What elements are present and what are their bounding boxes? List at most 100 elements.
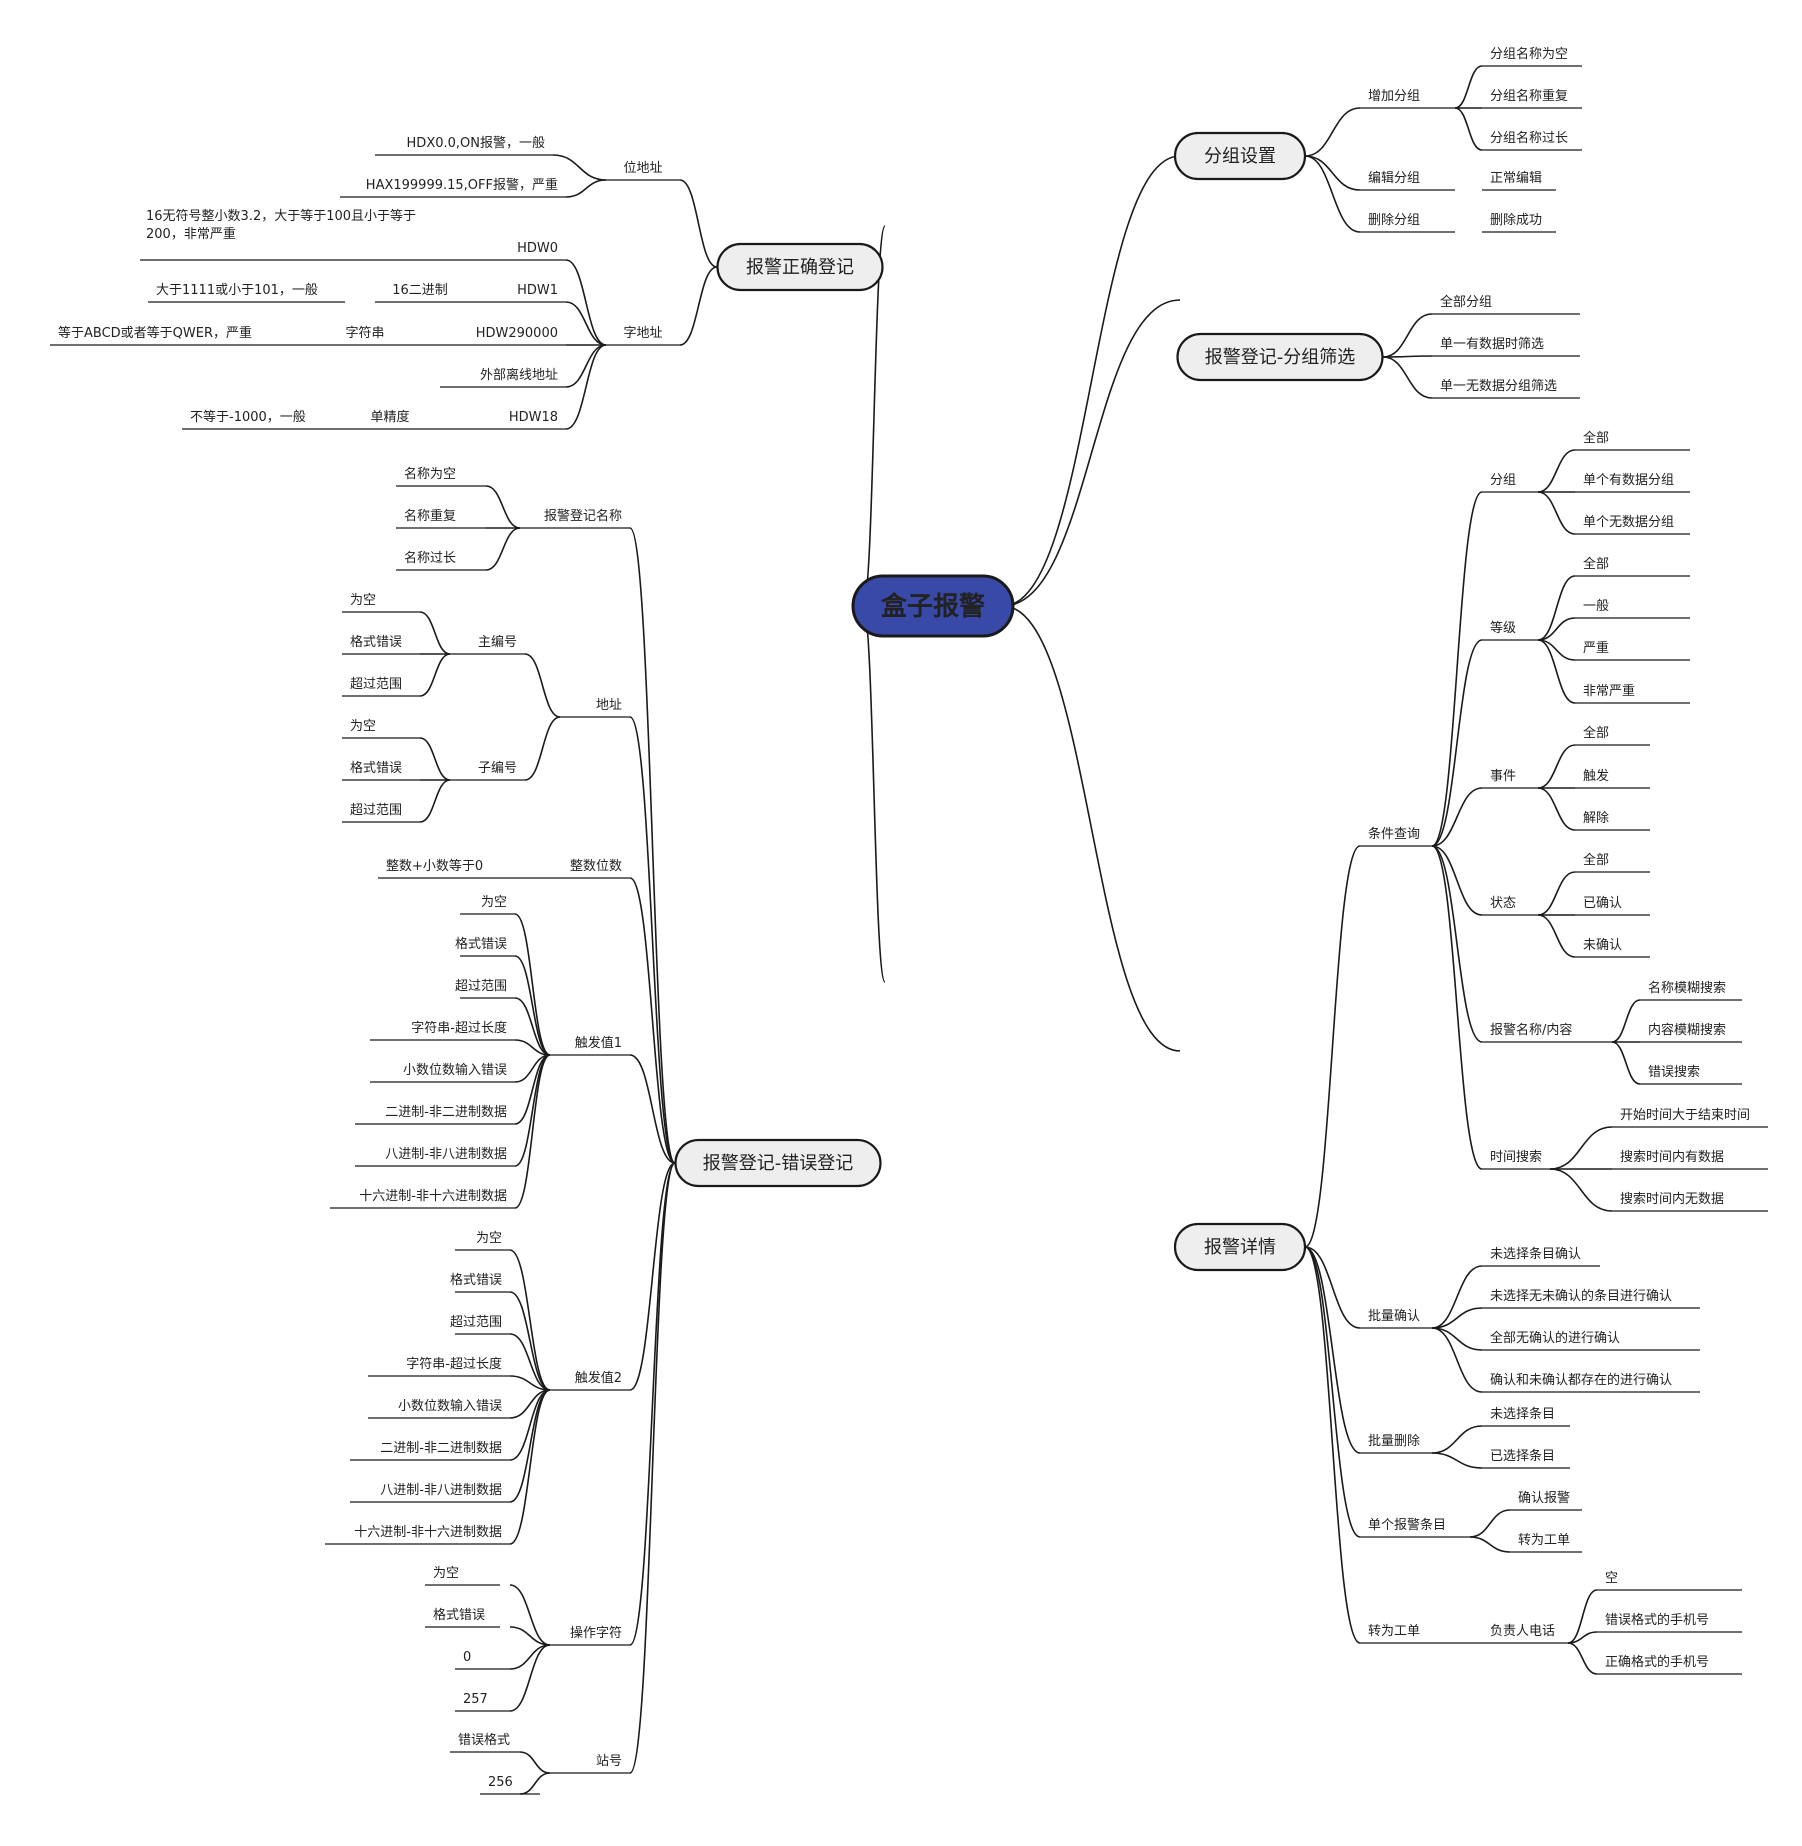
trig1-branch [514, 1039, 551, 1056]
branch-detail-label: 报警详情 [1204, 1237, 1276, 1258]
bd-branch [1431, 1425, 1483, 1454]
query-branch [1537, 449, 1576, 493]
name-branch [485, 527, 521, 571]
name-branch [485, 485, 521, 529]
detail-work-order: 转为工单 [1368, 1624, 1420, 1639]
trig2-branch [509, 1249, 551, 1391]
op-item: 257 [463, 1692, 488, 1707]
add-to-item [1454, 107, 1483, 151]
batch-delete-item: 未选择条目 [1490, 1406, 1555, 1422]
error-to-op [629, 1162, 676, 1646]
error-station: 站号 [596, 1754, 622, 1769]
address-main-item: 为空 [350, 593, 376, 608]
branch-error-label: 报警登记-错误登记 [703, 1153, 854, 1174]
bc-branch [1431, 1327, 1483, 1351]
query-state-item: 未确认 [1583, 938, 1622, 953]
batch-confirm-item: 未选择无未确认的条目进行确认 [1490, 1288, 1672, 1304]
group-edit: 编辑分组 [1368, 171, 1420, 186]
error-to-digits [629, 877, 676, 1164]
error-name-item: 名称过长 [404, 550, 456, 566]
detail-batch-confirm: 批量确认 [1368, 1309, 1420, 1324]
sub-branch [419, 779, 451, 823]
trig2-branch [509, 1389, 551, 1545]
op-item: 格式错误 [433, 1607, 485, 1623]
single-branch [1469, 1536, 1511, 1553]
error-to-station [629, 1162, 676, 1774]
error-to-name [629, 527, 676, 1164]
trig1-branch [514, 1054, 551, 1167]
word-addr: HDW290000 [476, 326, 558, 341]
query-level-item: 严重 [1583, 640, 1609, 656]
branch-detail-box[interactable] [1173, 1222, 1307, 1272]
trig2-branch [509, 1375, 551, 1391]
group-del: 删除分组 [1368, 213, 1420, 228]
batch-delete-item: 已选择条目 [1490, 1448, 1555, 1464]
query-to-time [1431, 845, 1483, 1170]
mind-map-nodes: 盒子报警分组设置增加分组编辑分组删除分组分组名称为空分组名称重复分组名称过长正常… [58, 46, 1750, 1790]
trig2-branch [509, 1291, 551, 1391]
branch-correct-box[interactable] [716, 242, 884, 292]
trig1-item: 为空 [481, 895, 507, 910]
filter-item: 单一无数据分组筛选 [1440, 379, 1557, 394]
trig2-item: 八进制-非八进制数据 [380, 1483, 502, 1498]
correct-to-word [679, 266, 718, 346]
query-level-item: 全部 [1583, 556, 1609, 572]
query-name-item: 名称模糊搜索 [1648, 980, 1726, 996]
query-group-item: 单个无数据分组 [1583, 515, 1674, 530]
trig1-item: 十六进制-非十六进制数据 [359, 1189, 507, 1204]
trig1-item: 字符串-超过长度 [411, 1020, 507, 1036]
query-level-item: 非常严重 [1583, 683, 1635, 699]
station-item: 256 [488, 1775, 513, 1790]
group-add-item: 分组名称为空 [1490, 46, 1568, 62]
trig2-item: 为空 [476, 1231, 502, 1246]
error-trig2: 触发值2 [575, 1370, 622, 1386]
branch-group-box[interactable] [1173, 131, 1307, 181]
branch-correct-label: 报警正确登记 [746, 257, 854, 278]
address-to-sub [524, 716, 561, 781]
query-event-item: 解除 [1583, 811, 1609, 826]
error-trig1: 触发值1 [575, 1035, 622, 1051]
trig2-item: 十六进制-非十六进制数据 [354, 1525, 502, 1540]
group-add: 增加分组 [1368, 89, 1420, 104]
query-state-item: 全部 [1583, 852, 1609, 868]
address-main: 主编号 [478, 635, 517, 650]
error-to-address [629, 716, 676, 1164]
branch-filter-box[interactable] [1176, 332, 1384, 382]
word-desc: 不等于-1000，一般 [190, 409, 306, 425]
address-to-main [524, 653, 561, 718]
branch-filter-label: 报警登记-分组筛选 [1205, 347, 1356, 368]
trig2-branch [509, 1389, 551, 1503]
root-node-box[interactable] [851, 574, 1015, 638]
filter-item: 单一有数据时筛选 [1440, 337, 1544, 352]
trig1-item: 超过范围 [455, 979, 507, 994]
trig2-item: 二进制-非二进制数据 [380, 1441, 502, 1456]
address-main-item: 超过范围 [350, 677, 402, 692]
query-event: 事件 [1490, 769, 1516, 784]
op-item: 为空 [433, 1566, 459, 1581]
bit-branch [552, 154, 607, 181]
word-desc: 大于1111或小于101，一般 [156, 282, 318, 298]
sub-branch [419, 737, 451, 781]
word-addr: HDW0 [517, 241, 558, 256]
batch-confirm-item: 全部无确认的进行确认 [1490, 1330, 1620, 1346]
phone-item: 正确格式的手机号 [1605, 1654, 1709, 1670]
error-to-trig2 [629, 1162, 676, 1391]
root-to-error [862, 605, 886, 983]
group-add-item: 分组名称过长 [1490, 130, 1568, 146]
phone-branch [1567, 1589, 1598, 1644]
branch-error-box[interactable] [674, 1138, 882, 1188]
root-to-filter [1002, 299, 1181, 607]
trig1-branch [514, 913, 551, 1056]
address-sub-item: 为空 [350, 719, 376, 734]
word-desc: 16无符号整小数3.2，大于等于100且小于等于 [146, 208, 416, 224]
correct-bit: 位地址 [623, 161, 662, 176]
address-sub-item: 格式错误 [350, 760, 402, 776]
detail-to-single [1304, 1246, 1361, 1538]
bit-item: HAX199999.15,OFF报警，严重 [366, 177, 558, 193]
word-desc-2: 200，非常严重 [146, 226, 236, 242]
trig2-item: 格式错误 [450, 1272, 502, 1288]
query-branch [1537, 491, 1576, 535]
op-branch [509, 1584, 551, 1646]
batch-confirm-item: 未选择条目确认 [1490, 1246, 1581, 1262]
